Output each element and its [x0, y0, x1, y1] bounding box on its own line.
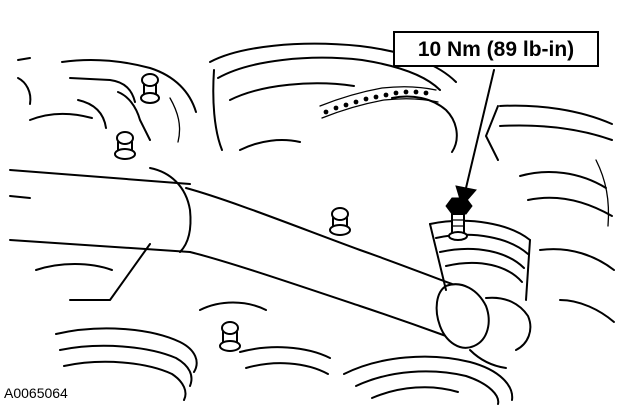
torque-label: 10 Nm (89 lb-in) [418, 38, 574, 61]
crankshaft-pulley [343, 219, 531, 405]
bolt-upper-left-1 [140, 73, 160, 104]
target-bolt [445, 197, 473, 241]
right-housing [485, 104, 615, 323]
tube-flange [435, 283, 532, 369]
callout-box [393, 31, 599, 67]
torque-callout: 10 Nm (89 lb-in) [393, 31, 599, 67]
left-crossmember [9, 167, 192, 253]
upper-left-housing [17, 57, 197, 143]
figure-id: A0065064 [4, 385, 68, 401]
timing-chain [319, 86, 439, 119]
lower-left-pulleys [55, 301, 331, 401]
bolt-centre [329, 207, 351, 236]
diagonal-tube [35, 187, 453, 337]
callout-arrow [455, 69, 495, 208]
bolt-upper-left-2 [114, 131, 136, 160]
bolt-lower-left [219, 321, 241, 352]
